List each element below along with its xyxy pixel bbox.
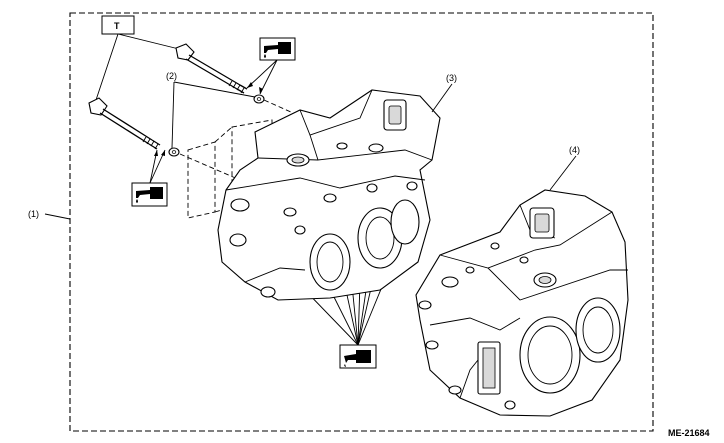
svg-text:T: T (114, 21, 120, 31)
lh-bores (519, 297, 621, 394)
lower-bolt (88, 97, 161, 150)
grease-icon (339, 344, 377, 369)
oil-can-icon (259, 37, 296, 61)
leader-1 (44, 213, 71, 220)
rh-bores (309, 199, 420, 291)
oil-can-icon-lower (131, 182, 168, 207)
callout-2: (2) (166, 71, 177, 81)
torque-box: T (101, 15, 135, 35)
cylinder-block-rh (217, 89, 441, 301)
figure-id: ME-21684 (668, 428, 710, 438)
callout-4: (4) (569, 145, 580, 155)
assembly-frame (69, 12, 654, 432)
upper-bolt (175, 43, 248, 94)
callout-3: (3) (446, 73, 457, 83)
callout-1: (1) (28, 209, 39, 219)
cylinder-block-lh (415, 189, 629, 417)
